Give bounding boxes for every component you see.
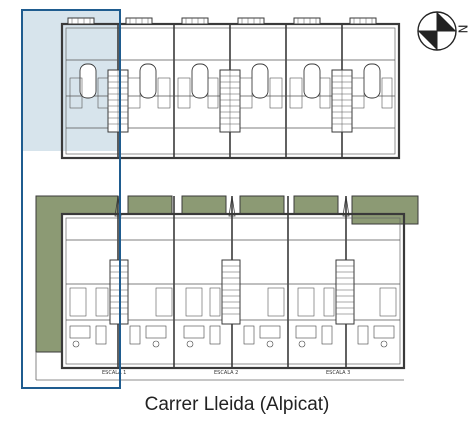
- stair-label-1: ESCALA 1: [102, 370, 126, 376]
- stair-label-2: ESCALA 2: [214, 370, 238, 376]
- patios: [35, 195, 419, 353]
- north-arrow-icon: [417, 11, 457, 51]
- bottom-stairs: [109, 259, 355, 325]
- stair-labels: ESCALA 1 ESCALA 2 ESCALA 3: [102, 370, 350, 376]
- highlight-outline[interactable]: [21, 9, 121, 389]
- fixtures: [69, 325, 395, 348]
- highlight-fill: [22, 10, 120, 151]
- compass-letter: N: [455, 24, 470, 34]
- top-balconies: [67, 17, 377, 25]
- stair-label-3: ESCALA 3: [326, 370, 350, 376]
- street-caption: Carrer Lleida (Alpicat): [144, 394, 330, 415]
